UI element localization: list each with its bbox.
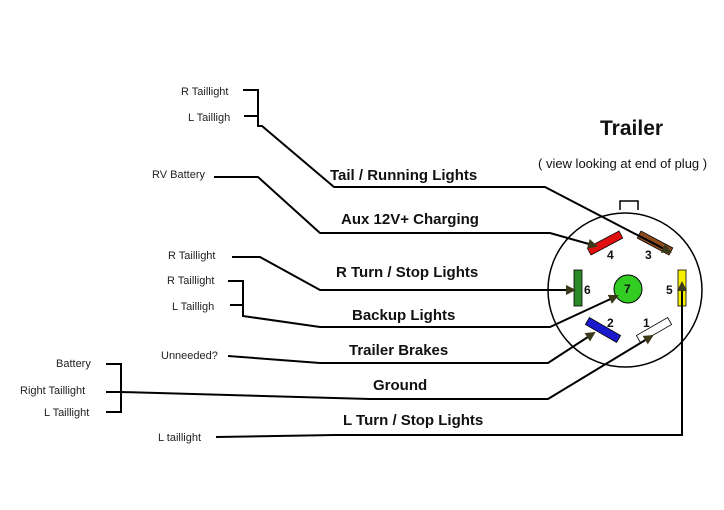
source-l-taillight-2: L Tailligh — [172, 301, 214, 313]
pin-6-terminal — [573, 269, 583, 307]
source-battery: Battery — [56, 358, 91, 370]
wire-r-turn-stop — [232, 256, 576, 295]
pin-1-label: 1 — [643, 316, 650, 330]
source-right-taillight: Right Taillight — [20, 385, 85, 397]
function-brakes: Trailer Brakes — [349, 342, 448, 359]
source-unneeded: Unneeded? — [161, 350, 218, 362]
wire-backup — [228, 280, 619, 328]
pin-4-terminal — [586, 230, 624, 256]
pin-3-label: 3 — [645, 248, 652, 262]
source-r-taillight-1: R Taillight — [181, 86, 229, 98]
source-l-taillight-1: L Tailligh — [188, 112, 230, 124]
source-l-taillight-4: L taillight — [158, 432, 201, 444]
wire-ground — [106, 334, 654, 413]
function-r-turn-stop: R Turn / Stop Lights — [336, 264, 478, 281]
wire-tail-running — [243, 89, 672, 253]
pin-4-label: 4 — [607, 248, 614, 262]
function-l-turn-stop: L Turn / Stop Lights — [343, 412, 483, 429]
function-ground: Ground — [373, 377, 427, 394]
pin-7-label: 7 — [624, 282, 631, 296]
source-l-taillight-3: L Taillight — [44, 407, 89, 419]
wire-brakes — [227, 331, 596, 364]
wire-l-turn-stop — [215, 281, 687, 438]
function-tail-running: Tail / Running Lights — [330, 167, 477, 184]
pin-7-terminal — [613, 274, 643, 304]
pin-1-terminal — [635, 316, 673, 344]
source-rv-battery: RV Battery — [152, 169, 205, 181]
function-aux-charging: Aux 12V+ Charging — [341, 211, 479, 228]
diagram-subtitle: ( view looking at end of plug ) — [538, 156, 707, 171]
pin-2-label: 2 — [607, 316, 614, 330]
source-r-taillight-2: R Taillight — [168, 250, 216, 262]
wire-aux-charging — [214, 176, 598, 249]
pin-2-terminal — [584, 316, 622, 344]
pin-6-label: 6 — [584, 283, 591, 297]
function-backup: Backup Lights — [352, 307, 455, 324]
source-r-taillight-3: R Taillight — [167, 275, 215, 287]
diagram-title: Trailer — [600, 117, 663, 140]
pin-5-label: 5 — [666, 283, 673, 297]
